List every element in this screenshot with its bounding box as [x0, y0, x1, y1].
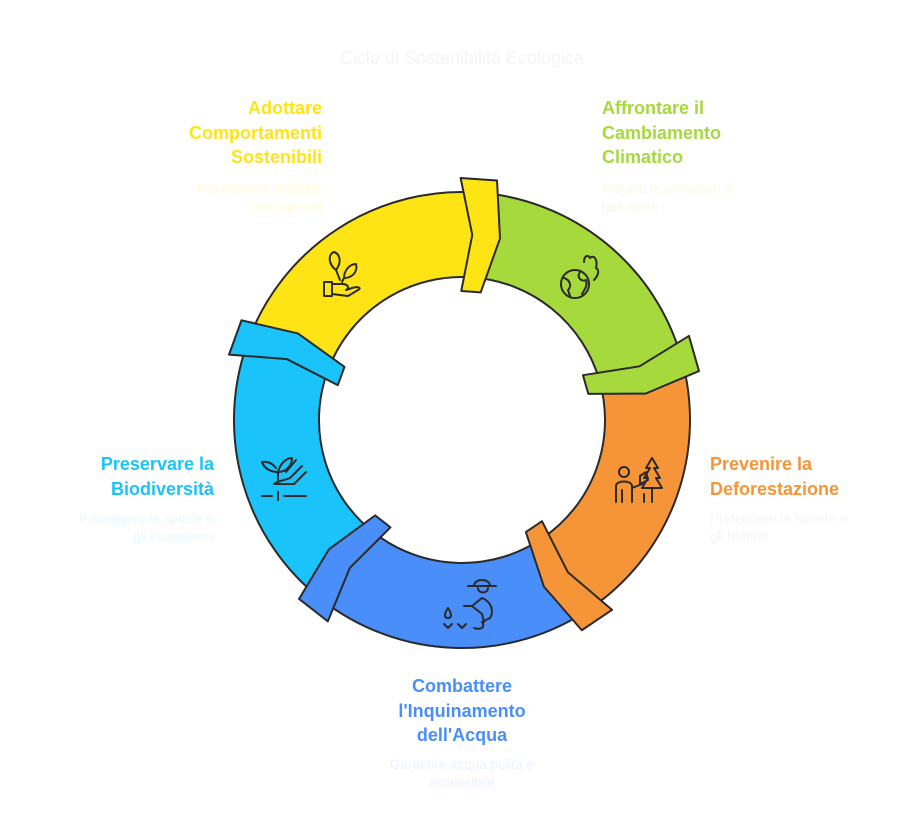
hand-plant-icon [323, 251, 361, 297]
step-title-combattere: Combattere l'Inquinamento dell'Acqua [362, 674, 562, 748]
desc-line: gli ecosistemi [132, 529, 214, 544]
step-title-adottare: Adottare Comportamenti Sostenibili [150, 96, 322, 170]
title-line: Biodiversità [110, 478, 214, 499]
connector-arrow-affrontare [581, 334, 700, 395]
sprout-soil-icon [261, 457, 307, 501]
connector-arrow-adottare [459, 177, 502, 294]
title-line: Deforestazione [710, 478, 840, 499]
step-title-affrontare: Affrontare il Cambiamento Climatico [602, 96, 802, 170]
desc-line: accessibile [428, 775, 496, 790]
desc-line: Garantire acqua pulita e [389, 757, 535, 772]
step-desc-prevenire: Proteggere le foreste e gli habitat [710, 510, 910, 546]
step-desc-combattere: Garantire acqua pulita e accessibile [362, 756, 562, 792]
title-line: Combattere [411, 676, 513, 696]
step-title-prevenire: Prevenire la Deforestazione [710, 452, 910, 501]
desc-line: gas serra [602, 199, 659, 214]
title-line: Preservare la [100, 454, 214, 474]
desc-line: Promuovere pratiche [196, 181, 322, 196]
title-line: Affrontare il [602, 98, 705, 118]
connector-arrow-combattere [298, 514, 392, 623]
ring-segment-affrontare [470, 191, 683, 382]
step-desc-preservare: Proteggere le specie e gli ecosistemi [14, 510, 214, 546]
title-line: dell'Acqua [416, 725, 508, 745]
step-desc-adottare: Promuovere pratiche consapevoli [150, 180, 322, 216]
desc-line: Proteggere le foreste e [710, 511, 848, 526]
title-line: Climatico [602, 147, 684, 167]
title-line: Sostenibili [230, 147, 322, 167]
desc-line: Ridurre le emissioni di [602, 181, 735, 196]
burning-globe-icon [560, 254, 600, 299]
person-tree-icon [615, 457, 663, 503]
connector-arrow-prevenire [524, 520, 614, 632]
farmer-water-icon [443, 579, 497, 630]
diagram-title: Ciclo di Sostenibilità Ecologica [339, 48, 585, 68]
desc-line: gli habitat [710, 529, 768, 544]
desc-line: consapevoli [250, 199, 322, 214]
title-line: Cambiamento [602, 122, 722, 143]
desc-line: Proteggere le specie e [78, 511, 214, 526]
title-line: Comportamenti [188, 122, 322, 143]
title-line: l'Inquinamento [398, 700, 526, 721]
step-desc-affrontare: Ridurre le emissioni di gas serra [602, 180, 802, 216]
title-line: Prevenire la [710, 454, 813, 474]
connector-arrow-preservare [228, 319, 346, 387]
step-title-preservare: Preservare la Biodiversità [14, 452, 214, 501]
title-line: Adottare [247, 98, 322, 118]
